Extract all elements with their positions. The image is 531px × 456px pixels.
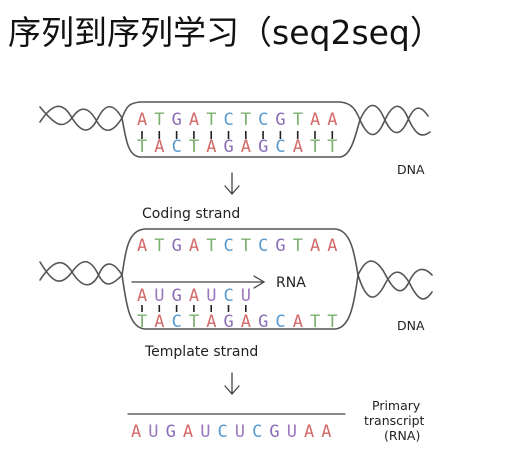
dna2-top-base-1: T [154, 236, 164, 256]
transcript-label-line-2: transcript [364, 413, 425, 428]
dna1-top-base-7: C [258, 110, 268, 130]
transcript-base-8: G [269, 422, 279, 442]
dna1-bottom-base-4: A [206, 137, 216, 157]
transcript-base-0: A [131, 422, 141, 442]
dna2-bottom-base-8: C [275, 312, 285, 332]
dna2-top-base-4: T [206, 236, 216, 256]
dna2-top-base-9: T [293, 236, 303, 256]
rna-base-2: G [172, 286, 182, 306]
rna-base-6: U [241, 286, 251, 306]
dna1-bottom-base-10: T [310, 137, 320, 157]
dna2-bottom-base-9: A [293, 312, 303, 332]
right-helix-strand-a [359, 104, 429, 134]
rna-base-4: U [206, 286, 216, 306]
transcript-base-7: C [252, 422, 262, 442]
rna-base-0: A [137, 286, 147, 306]
dna1-base-pair-ticks [141, 131, 334, 139]
dna1-top-base-3: A [189, 110, 199, 130]
transcript-base-9: U [287, 422, 297, 442]
transcript-label-line-3: (RNA) [384, 428, 420, 443]
page-title: 序列到序列学习（seq2seq） [8, 13, 443, 52]
dna2-top-base-2: G [172, 236, 182, 256]
dna1-top-base-9: T [293, 110, 303, 130]
transcript-base-5: C [218, 422, 228, 442]
left-helix2-strand-b [39, 261, 123, 286]
left-helix2-strand-a [39, 260, 123, 285]
dna1-bottom-base-6: A [241, 137, 251, 157]
dna1-bottom-base-9: A [293, 137, 303, 157]
left-helix-strand-b [39, 105, 123, 131]
right-helix-strand-b [359, 105, 431, 136]
dna2-top-base-8: G [275, 236, 285, 256]
left-helix-strand-a [39, 106, 123, 132]
dna1-top-base-11: A [327, 110, 337, 130]
dna2-bottom-base-2: C [172, 312, 182, 332]
rna-arrow-head [253, 275, 266, 289]
dna2-top-base-6: T [241, 236, 251, 256]
dna2-top-base-3: A [189, 236, 199, 256]
dna1-top-base-5: C [224, 110, 234, 130]
dna2-label: DNA [397, 318, 425, 333]
dna2-bottom-base-10: T [310, 312, 320, 332]
dna1-top-base-1: T [154, 110, 164, 130]
transcript-base-10: A [304, 422, 314, 442]
dna1-bottom-base-0: T [137, 137, 147, 157]
transcript-label-line-1: Primary [372, 398, 421, 413]
transcript-base-3: A [183, 422, 193, 442]
dna1-bottom-base-5: G [224, 137, 234, 157]
dna2-bottom-base-5: G [224, 312, 234, 332]
dna1-top-base-8: G [275, 110, 285, 130]
dna1-bottom-base-3: T [189, 137, 199, 157]
dna1-bottom-base-1: A [154, 137, 164, 157]
dna2-bottom-base-1: A [154, 312, 164, 332]
rna-label: RNA [276, 275, 306, 291]
dna1-bottom-base-7: G [258, 137, 268, 157]
dna1-bottom-base-2: C [172, 137, 182, 157]
dna1-label: DNA [397, 162, 425, 177]
transcript-base-4: U [200, 422, 210, 442]
dna1-bottom-base-8: C [275, 137, 285, 157]
right-helix2-strand-b [357, 260, 433, 292]
dna1-bottom-base-11: T [327, 137, 337, 157]
transcript-base-2: G [166, 422, 176, 442]
dna2-base-pair-ticks [141, 305, 247, 312]
dna2-top-base-0: A [137, 236, 147, 256]
down-arrow-1 [224, 172, 240, 195]
dna1-top-base-10: A [310, 110, 320, 130]
transcript-base-6: U [235, 422, 245, 442]
dna1-top-base-0: A [137, 110, 147, 130]
right-helix2-strand-a [357, 271, 433, 300]
dna2-top-base-5: C [224, 236, 234, 256]
dna2-bottom-base-11: T [327, 312, 337, 332]
dna1-top-base-6: T [241, 110, 251, 130]
dna2-bottom-base-3: T [189, 312, 199, 332]
dna2-bottom-base-7: G [258, 312, 268, 332]
rna-base-3: A [189, 286, 199, 306]
dna1-top-base-2: G [172, 110, 182, 130]
rna-base-1: U [154, 286, 164, 306]
down-arrow-2 [224, 372, 240, 395]
dna1-top-base-4: T [206, 110, 216, 130]
dna2-bottom-base-4: A [206, 312, 216, 332]
dna2-bottom-base-0: T [137, 312, 147, 332]
transcript-base-11: A [321, 422, 331, 442]
rna-base-5: C [224, 286, 234, 306]
transcript-base-1: U [148, 422, 158, 442]
dna2-bottom-base-6: A [241, 312, 251, 332]
dna2-top-base-7: C [258, 236, 268, 256]
dna2-top-base-10: A [310, 236, 320, 256]
template-strand-label: Template strand [144, 344, 258, 360]
dna2-top-base-11: A [327, 236, 337, 256]
coding-strand-label: Coding strand [142, 206, 240, 222]
